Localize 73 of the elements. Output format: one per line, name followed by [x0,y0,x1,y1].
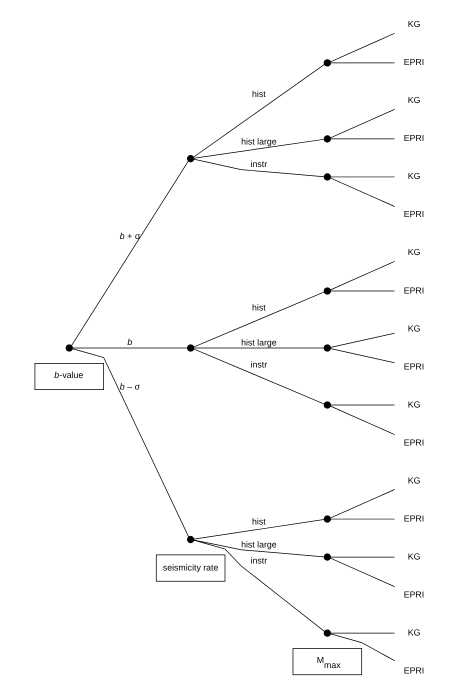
node-text: EPRI [404,589,424,600]
node-text: KG [408,551,420,562]
node-circle [186,536,194,544]
edge-label: hist large [241,539,277,550]
node-circle [66,344,73,352]
connector [330,348,395,364]
node-text: EPRI [404,209,424,220]
node-text: KG [408,247,420,258]
connector [330,632,395,634]
connector [330,176,395,178]
connector [330,109,395,138]
node-circle [324,515,331,523]
node-circle [324,629,331,637]
connector [194,519,324,540]
connector [194,540,324,558]
connector [72,348,189,538]
node-text: KG [408,323,420,334]
node-text: EPRI [404,437,424,448]
connector [330,406,395,435]
node-circle [324,287,331,295]
connector [330,558,395,587]
edge-label: instr [250,555,268,566]
edge-label: instr [250,359,268,370]
edge-label: instr [250,159,268,170]
connector [330,138,395,140]
node-circle [324,135,331,143]
connector [330,489,395,518]
connector [330,178,395,207]
node-circle [186,344,194,352]
connector [71,160,189,346]
node-text: EPRI [404,513,424,524]
connector [194,158,324,178]
connector [330,290,395,292]
connector [193,64,325,158]
node-text: EPRI [404,133,424,144]
node-text: EPRI [404,57,424,68]
node-text: EPRI [404,361,424,372]
node-text: KG [408,171,420,182]
edge-label: b – σ [120,381,140,392]
node-text: KG [408,399,420,410]
node-circle [186,155,194,162]
node-circle [324,59,331,67]
edge-label: hist [252,516,266,527]
edge-label: hist large [241,136,277,146]
edge-label: b [127,336,132,347]
node-circle [324,173,331,181]
edge-label: b + σ [120,230,140,241]
label: b-value [54,370,84,380]
node-text: KG [408,475,420,486]
node-circle [324,401,331,409]
connector [330,332,395,348]
connector [330,556,395,558]
connector [194,138,324,159]
label: seismicity rate [162,562,218,572]
connector [330,634,395,662]
connector [194,540,325,632]
edge-label: hist [252,302,266,312]
connector [330,62,395,64]
node-text: EPRI [404,665,424,676]
connector [330,261,395,290]
node-circle [324,344,331,352]
node-text: EPRI [404,285,424,296]
connector [194,348,324,404]
edge-label: hist large [241,338,277,348]
node-text: KG [408,95,420,106]
edge-label: hist [252,88,266,99]
node-text: KG [408,627,420,638]
connector [330,32,395,62]
connector [330,404,395,406]
connector [330,518,395,520]
node-text: KG [408,19,420,30]
connector [194,292,324,348]
node-circle [324,553,331,561]
